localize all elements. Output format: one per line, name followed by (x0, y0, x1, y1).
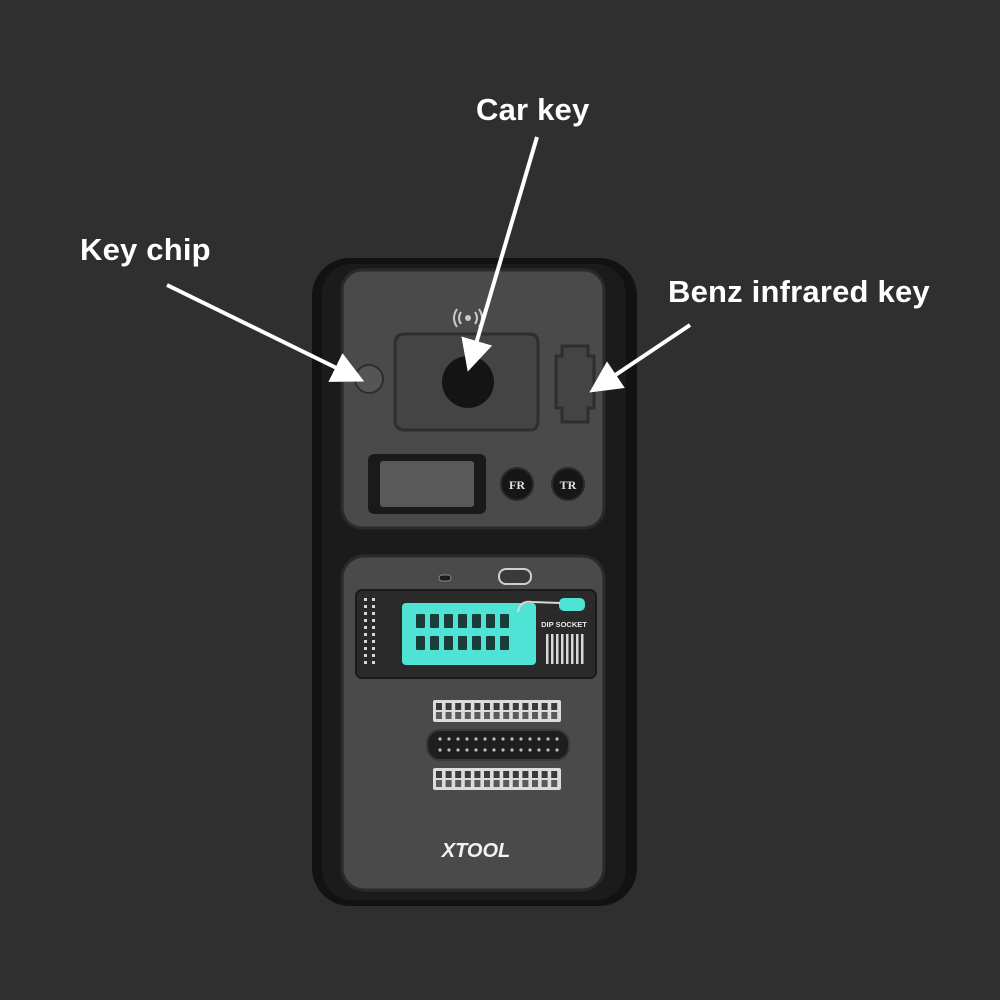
key-chip-slot (354, 364, 384, 394)
brand-logo: XTOOL (441, 840, 511, 862)
benz-infrared-key-callout: Benz infrared key (668, 274, 930, 309)
pin-header (426, 729, 570, 761)
usb-port (498, 568, 532, 585)
tr-button-label: TR (560, 478, 577, 492)
fr-button-label: FR (509, 478, 525, 492)
car-key-callout: Car key (476, 92, 590, 127)
pin-label-strip-top (433, 700, 561, 722)
arrow-car-key (461, 136, 539, 372)
pin-label-strip-bottom (433, 768, 561, 790)
dip-lever (559, 598, 585, 611)
dip-lever-arm (517, 600, 561, 613)
dip-socket (402, 603, 536, 665)
display-screen (380, 461, 474, 507)
dip-socket-holes (416, 614, 509, 650)
benz-infrared-slot (554, 344, 596, 424)
arrow-key-chip (166, 283, 365, 382)
indicator-led (438, 574, 452, 582)
tr-button[interactable]: TR (551, 467, 585, 501)
car-key-coil (442, 356, 494, 408)
dip-size-marks (546, 634, 584, 664)
pin-header-holes (438, 737, 559, 752)
left-pin-column (364, 598, 375, 664)
fr-button[interactable]: FR (500, 467, 534, 501)
key-chip-callout: Key chip (80, 232, 211, 267)
arrow-benz-infrared-key (589, 323, 692, 393)
dip-socket-label: DIP SOCKET (541, 620, 587, 629)
